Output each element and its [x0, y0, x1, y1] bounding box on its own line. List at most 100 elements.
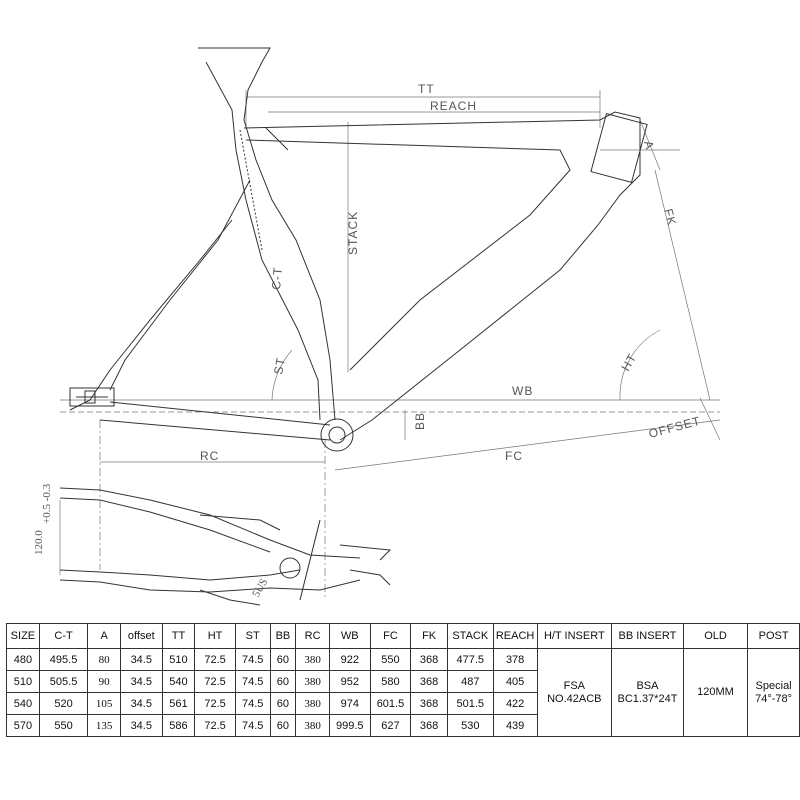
post-line-1: Special — [755, 679, 792, 692]
cell-bb: 60 — [269, 692, 297, 715]
cell-reach: 439 — [492, 714, 538, 737]
cell-a: 105 — [87, 692, 121, 715]
table-row: 480 495.5 80 34.5 510 72.5 74.5 60 380 9… — [6, 648, 800, 737]
cell-reach: 378 — [492, 648, 538, 671]
cell-size: 570 — [6, 714, 40, 737]
cell-offset: 34.5 — [119, 648, 163, 671]
header-size: SIZE — [6, 623, 40, 649]
cell-fc: 627 — [369, 714, 412, 737]
label-st: ST — [271, 356, 288, 376]
label-bb: BB — [413, 412, 427, 430]
label-ht: HT — [618, 351, 639, 374]
label-wb: WB — [512, 384, 533, 398]
cell-stack: 477.5 — [446, 648, 494, 671]
cell-ct: 505.5 — [38, 670, 89, 693]
header-fc: FC — [369, 623, 412, 649]
label-tire: 120.0 — [33, 530, 45, 555]
header-old: OLD — [682, 623, 749, 649]
cell-tt: 510 — [161, 648, 196, 671]
header-reach: REACH — [492, 623, 538, 649]
cell-ht-insert: FSA NO.42ACB — [536, 648, 613, 737]
cell-st: 74.5 — [234, 692, 271, 715]
cell-bb: 60 — [269, 714, 297, 737]
cell-ht: 72.5 — [194, 648, 236, 671]
header-st: ST — [234, 623, 271, 649]
table-header-row: SIZE C-T A offset TT HT ST BB RC WB FC F… — [6, 623, 800, 649]
header-ht: HT — [194, 623, 236, 649]
header-post: POST — [747, 623, 800, 649]
label-fc: FC — [505, 449, 523, 463]
cell-a: 90 — [87, 670, 121, 693]
header-bb: BB — [269, 623, 297, 649]
cell-ht: 72.5 — [194, 714, 236, 737]
table-row: 570 550 135 34.5 586 72.5 74.5 60 380 99… — [6, 714, 800, 737]
cell-size: 540 — [6, 692, 40, 715]
header-tt: TT — [161, 623, 196, 649]
cell-size: 480 — [6, 648, 40, 671]
cell-a: 135 — [87, 714, 121, 737]
header-wb: WB — [328, 623, 371, 649]
cell-fk: 368 — [410, 670, 448, 693]
frame-geometry-drawing: TT REACH STACK A FK C-T ST HT WB BB OFFS… — [33, 47, 721, 606]
label-stack: STACK — [346, 211, 360, 255]
cell-ht: 72.5 — [194, 692, 236, 715]
cell-stack: 530 — [446, 714, 494, 737]
cell-offset: 34.5 — [119, 692, 163, 715]
cell-ct: 550 — [38, 714, 89, 737]
label-rc: RC — [200, 449, 219, 463]
ht-insert-line-2: NO.42ACB — [547, 692, 602, 705]
cell-wb: 974 — [328, 692, 371, 715]
header-rc: RC — [295, 623, 330, 649]
label-fk: FK — [661, 207, 679, 227]
cell-ct: 520 — [38, 692, 89, 715]
cell-ct: 495.5 — [38, 648, 89, 671]
cell-bb-insert: BSA BC1.37*24T — [611, 648, 684, 737]
header-bb-insert: BB INSERT — [611, 623, 684, 649]
cell-tt: 561 — [161, 692, 196, 715]
cell-rc: 380 — [295, 692, 330, 715]
dimension-lines — [59, 90, 721, 600]
cell-tt: 586 — [161, 714, 196, 737]
geometry-table: SIZE C-T A offset TT HT ST BB RC WB FC F… — [6, 623, 800, 737]
cell-rc: 380 — [295, 670, 330, 693]
cell-bb: 60 — [269, 648, 297, 671]
header-ht-insert: H/T INSERT — [536, 623, 613, 649]
cell-rc: 380 — [295, 648, 330, 671]
cell-offset: 34.5 — [119, 714, 163, 737]
cell-offset: 34.5 — [119, 670, 163, 693]
cell-fk: 368 — [410, 648, 448, 671]
label-reach: REACH — [430, 99, 477, 113]
post-line-2: 74°-78° — [755, 692, 793, 705]
header-fk: FK — [410, 623, 448, 649]
cell-old: 120MM — [682, 648, 749, 737]
label-tt: TT — [418, 82, 435, 96]
cell-reach: 405 — [492, 670, 538, 693]
header-stack: STACK — [446, 623, 494, 649]
cell-size: 510 — [6, 670, 40, 693]
cell-fc: 550 — [369, 648, 412, 671]
cell-st: 74.5 — [234, 670, 271, 693]
cell-fk: 368 — [410, 692, 448, 715]
header-ct: C-T — [38, 623, 89, 649]
cell-st: 74.5 — [234, 714, 271, 737]
cell-ht: 72.5 — [194, 670, 236, 693]
bb-insert-line-1: BSA — [636, 679, 659, 692]
label-ct: C-T — [269, 266, 285, 290]
cell-fc: 601.5 — [369, 692, 412, 715]
dropout-detail — [69, 387, 115, 407]
cell-fc: 580 — [369, 670, 412, 693]
cell-bb: 60 — [269, 670, 297, 693]
cell-post: Special 74°-78° — [747, 648, 800, 737]
header-a: A — [87, 623, 121, 649]
cell-wb: 952 — [328, 670, 371, 693]
cell-fk: 368 — [410, 714, 448, 737]
plan-view — [59, 487, 392, 606]
cell-rc: 380 — [295, 714, 330, 737]
cell-a: 80 — [87, 648, 121, 671]
label-tire-tolerance: +0.5 -0.3 — [41, 483, 53, 524]
frame-outline — [69, 47, 648, 452]
cell-st: 74.5 — [234, 648, 271, 671]
cell-stack: 501.5 — [446, 692, 494, 715]
cell-wb: 922 — [328, 648, 371, 671]
ht-insert-line-1: FSA — [563, 679, 586, 692]
